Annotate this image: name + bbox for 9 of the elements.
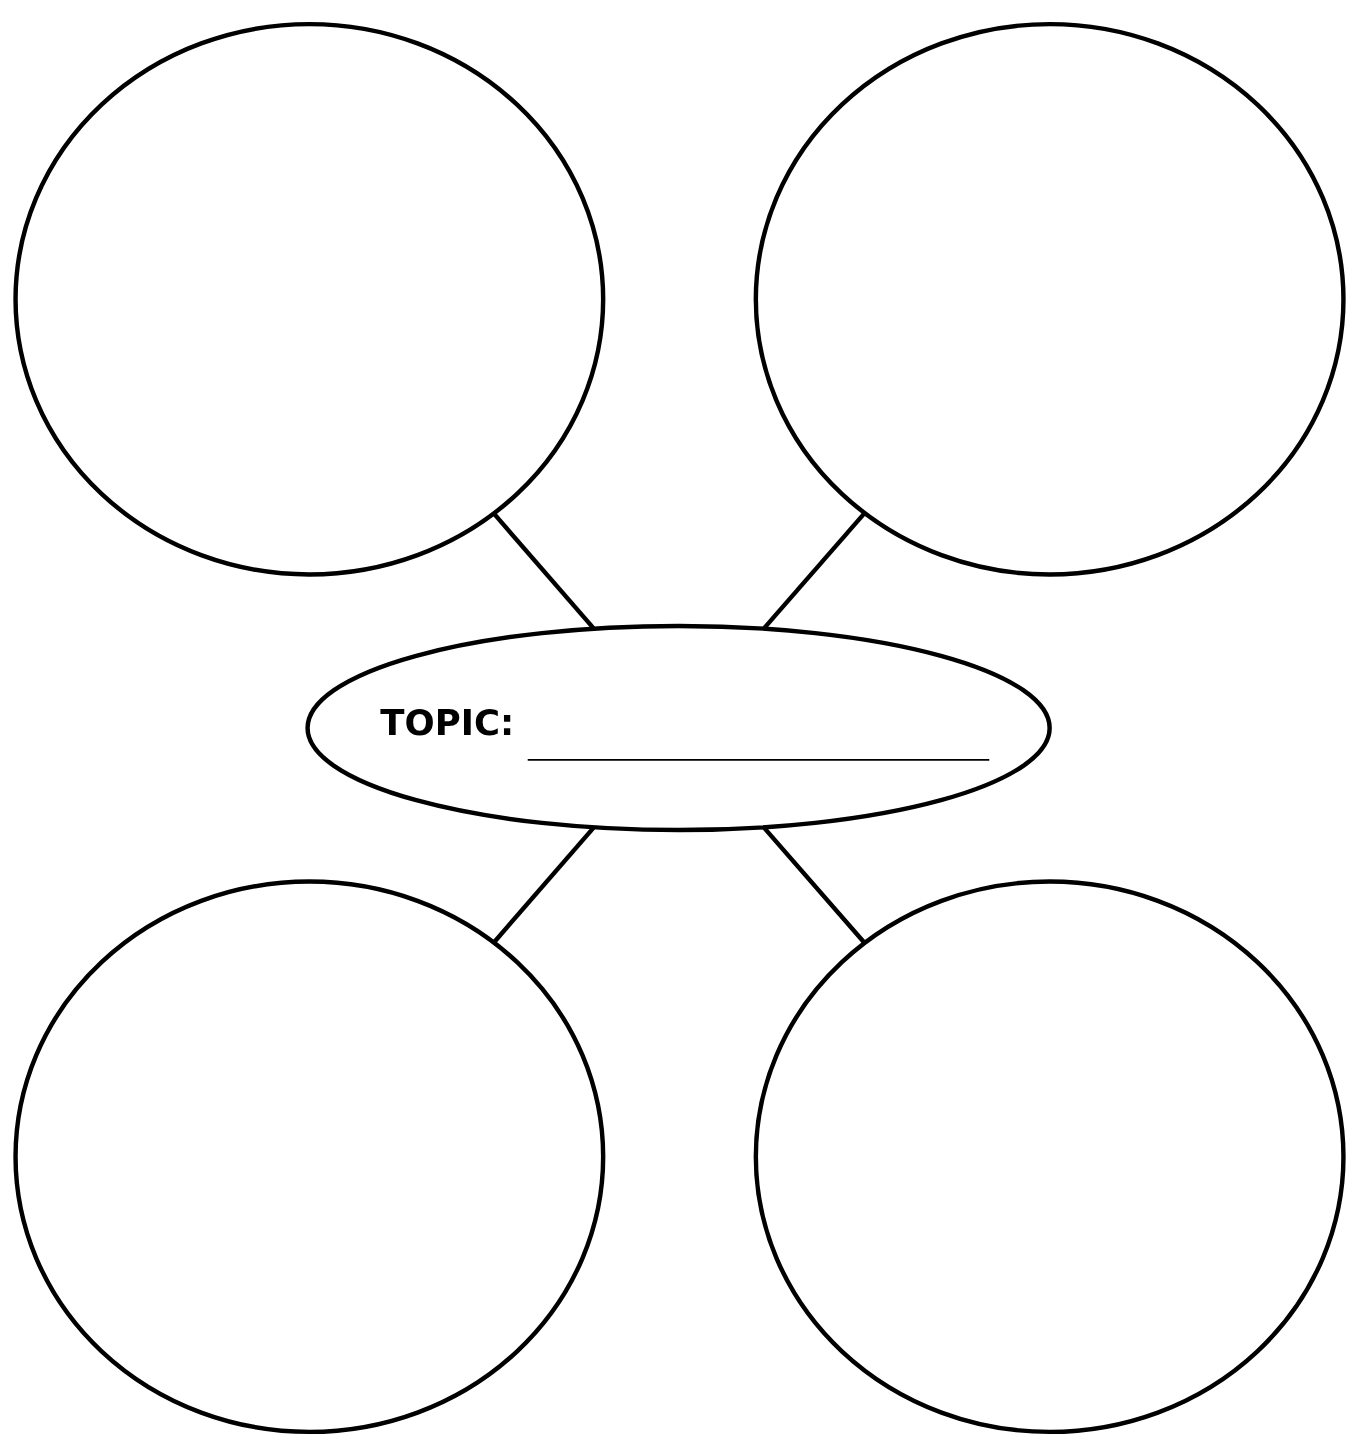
connector xyxy=(492,512,596,630)
node-circle xyxy=(753,879,1346,1435)
node-circle xyxy=(13,21,606,577)
connector xyxy=(492,826,596,944)
connector xyxy=(762,512,866,630)
node-ellipse: TOPIC: xyxy=(305,623,1052,833)
node-circle xyxy=(753,21,1346,577)
node-circle xyxy=(13,879,606,1435)
connector xyxy=(762,826,866,944)
